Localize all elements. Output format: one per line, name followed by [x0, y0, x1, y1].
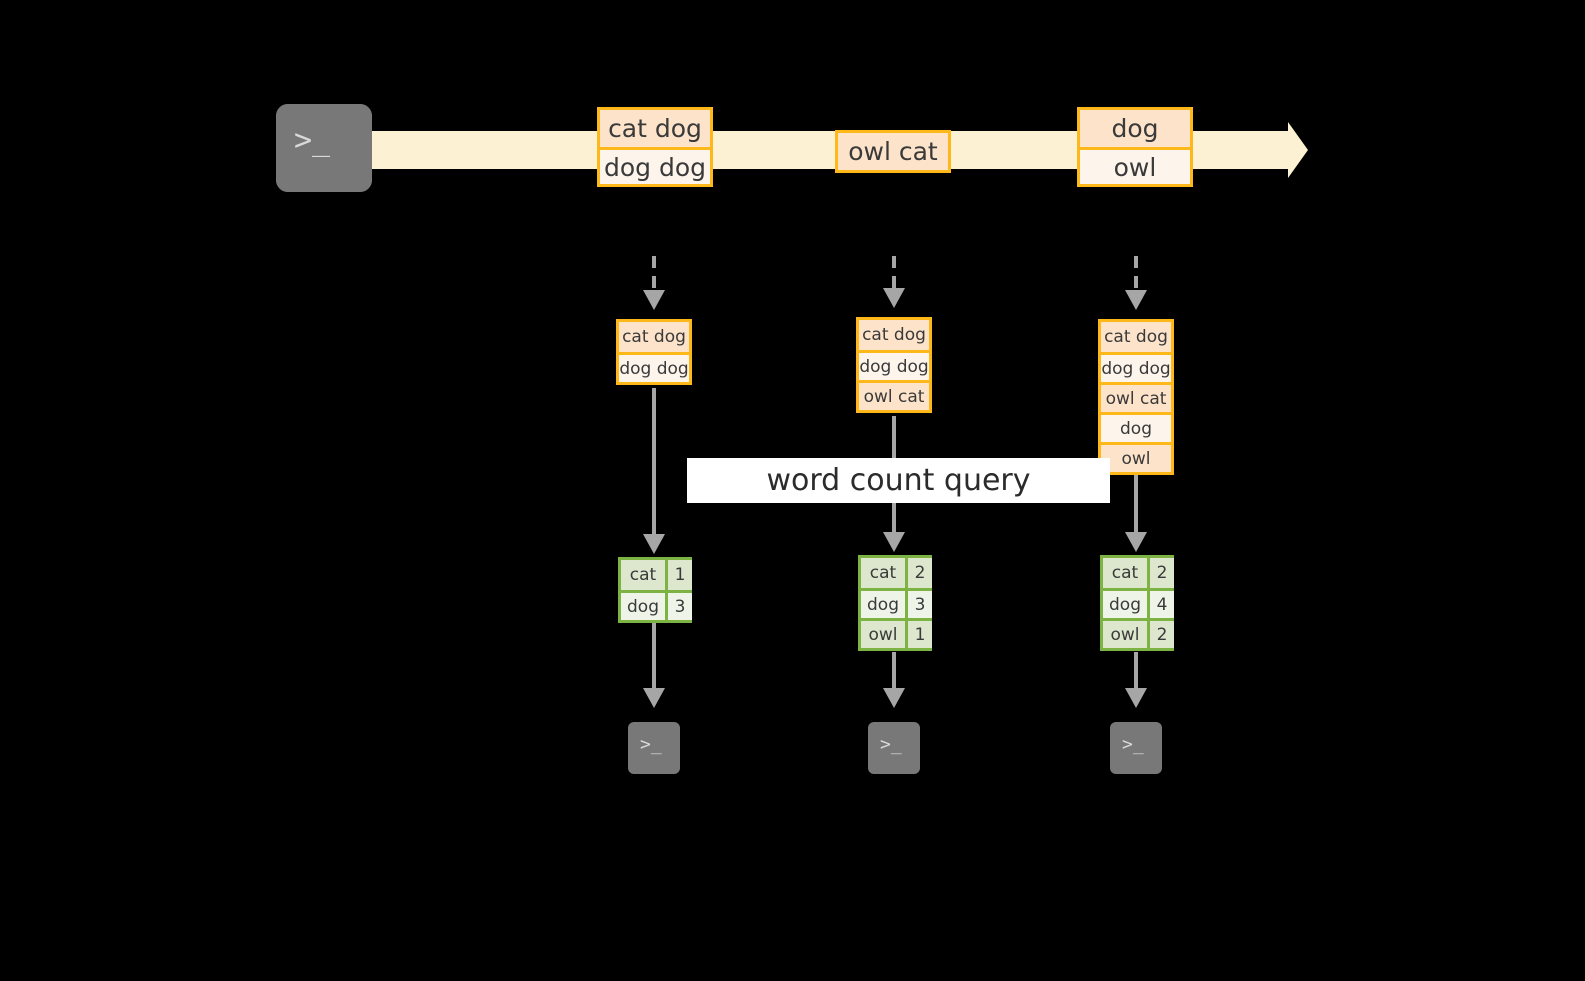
stream-record-line: cat dog — [600, 110, 710, 147]
result-count: 1 — [905, 621, 932, 648]
result-table-row: owl 1 — [861, 618, 932, 648]
input-table-row: owl — [1101, 442, 1171, 472]
result-table-2[interactable]: cat 2 dog 3 owl 1 — [858, 555, 932, 651]
result-table-row: dog 4 — [1103, 588, 1174, 618]
result-table-row: owl 2 — [1103, 618, 1174, 648]
result-word: dog — [861, 591, 905, 618]
input-table-row: cat dog — [1101, 322, 1171, 352]
stream-record-line: dog dog — [600, 147, 710, 184]
stream-to-table-connector-3 — [1134, 256, 1138, 292]
input-table-row: cat dog — [619, 322, 689, 352]
input-table-1[interactable]: cat dog dog dog — [616, 319, 692, 385]
table-to-result-arrowhead-1 — [643, 534, 665, 554]
source-terminal-icon[interactable]: >_ — [268, 96, 380, 200]
table-to-result-arrowhead-3 — [1125, 532, 1147, 552]
result-to-sink-arrowhead-1 — [643, 688, 665, 708]
terminal-screen — [868, 722, 920, 774]
stream-arrowhead — [1288, 122, 1308, 178]
terminal-prompt-glyph: >_ — [880, 734, 902, 755]
stream-to-table-arrowhead-2 — [883, 288, 905, 308]
input-table-row: dog dog — [619, 352, 689, 382]
result-table-row: dog 3 — [861, 588, 932, 618]
result-word: cat — [861, 558, 905, 588]
input-table-row: dog dog — [859, 350, 929, 380]
input-table-row: owl cat — [1101, 382, 1171, 412]
result-word: dog — [1103, 591, 1147, 618]
query-label-band: word count query — [687, 458, 1110, 503]
result-word: cat — [621, 560, 665, 590]
result-count: 1 — [665, 560, 692, 590]
input-table-row: dog dog — [1101, 352, 1171, 382]
result-table-row: dog 3 — [621, 590, 692, 620]
result-to-sink-connector-1 — [652, 623, 656, 691]
result-word: owl — [861, 621, 905, 648]
result-count: 2 — [905, 558, 932, 588]
stream-record-2[interactable]: owl cat — [835, 130, 951, 173]
result-count: 3 — [665, 593, 692, 620]
input-table-row: owl cat — [859, 380, 929, 410]
stream-record-line: owl — [1080, 147, 1190, 184]
result-count: 3 — [905, 591, 932, 618]
result-table-row: cat 2 — [1103, 558, 1174, 588]
stream-to-table-connector-1 — [652, 256, 656, 292]
result-to-sink-arrowhead-2 — [883, 688, 905, 708]
result-count: 2 — [1147, 621, 1174, 648]
result-table-1[interactable]: cat 1 dog 3 — [618, 557, 692, 623]
result-count: 2 — [1147, 558, 1174, 588]
table-to-result-arrowhead-2 — [883, 532, 905, 552]
input-table-3[interactable]: cat dog dog dog owl cat dog owl — [1098, 319, 1174, 475]
stream-record-1[interactable]: cat dog dog dog — [597, 107, 713, 187]
terminal-prompt-glyph: >_ — [294, 123, 331, 158]
stream-to-table-connector-2 — [892, 256, 896, 290]
terminal-screen — [628, 722, 680, 774]
result-table-3[interactable]: cat 2 dog 4 owl 2 — [1100, 555, 1174, 651]
terminal-prompt-glyph: >_ — [1122, 734, 1144, 755]
table-to-result-connector-1 — [652, 388, 656, 536]
input-table-row: dog — [1101, 412, 1171, 442]
terminal-prompt-glyph: >_ — [640, 734, 662, 755]
stream-record-line: owl cat — [838, 133, 948, 170]
result-word: owl — [1103, 621, 1147, 648]
table-to-result-connector-3 — [1134, 475, 1138, 534]
terminal-screen — [276, 104, 372, 192]
result-to-sink-arrowhead-3 — [1125, 688, 1147, 708]
result-table-row: cat 1 — [621, 560, 692, 590]
result-word: cat — [1103, 558, 1147, 588]
input-table-2[interactable]: cat dog dog dog owl cat — [856, 317, 932, 413]
input-table-row: cat dog — [859, 320, 929, 350]
result-count: 4 — [1147, 591, 1174, 618]
stream-to-table-arrowhead-1 — [643, 290, 665, 310]
stream-record-3[interactable]: dog owl — [1077, 107, 1193, 187]
sink-terminal-1[interactable]: >_ — [620, 714, 688, 782]
query-label: word count query — [766, 463, 1031, 498]
terminal-screen — [1110, 722, 1162, 774]
sink-terminal-3[interactable]: >_ — [1102, 714, 1170, 782]
sink-terminal-2[interactable]: >_ — [860, 714, 928, 782]
stream-to-table-arrowhead-3 — [1125, 290, 1147, 310]
result-to-sink-connector-3 — [1134, 652, 1138, 691]
result-word: dog — [621, 593, 665, 620]
stream-record-line: dog — [1080, 110, 1190, 147]
result-table-row: cat 2 — [861, 558, 932, 588]
result-to-sink-connector-2 — [892, 652, 896, 691]
